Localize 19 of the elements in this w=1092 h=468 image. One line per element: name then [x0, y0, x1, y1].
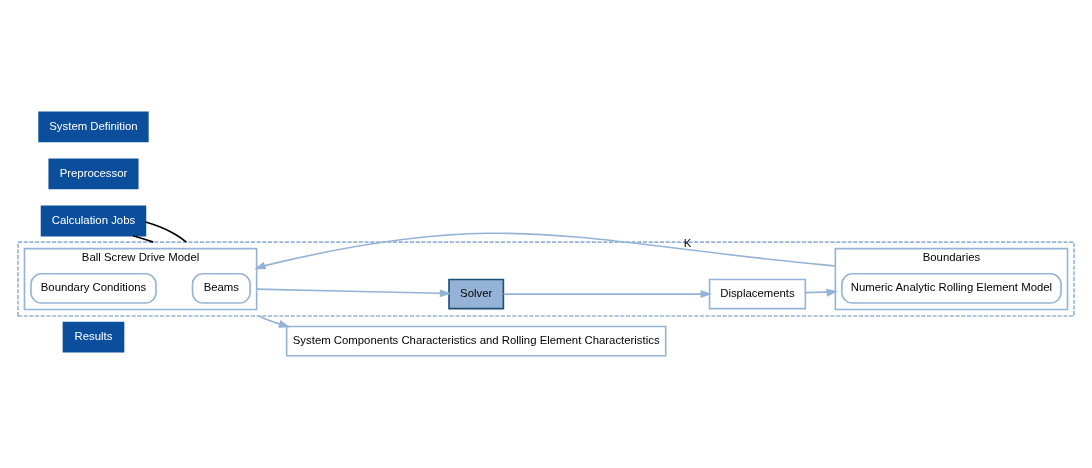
node-box: Solver [448, 278, 505, 310]
node-box: System Components Characteristics and Rolling Element Characteristics [285, 325, 667, 357]
node-box: Displacements [708, 278, 807, 310]
node-box: Boundary Conditions [30, 272, 157, 304]
arrow [254, 232, 837, 270]
arrow [804, 288, 838, 297]
edge-label: K [683, 237, 692, 250]
connector [144, 221, 188, 243]
node-box: System Definition [38, 111, 149, 143]
arrow [255, 288, 452, 298]
cluster [17, 241, 1075, 317]
connector [132, 234, 155, 243]
arrow [502, 290, 712, 299]
node-box: Numeric Analytic Rolling Element Model [841, 272, 1062, 304]
node-box: Calculation Jobs [40, 205, 147, 237]
node-box: Beams [191, 272, 251, 304]
node-box: Preprocessor [48, 158, 139, 190]
node-box: Results [62, 321, 125, 353]
arrow [258, 315, 291, 328]
